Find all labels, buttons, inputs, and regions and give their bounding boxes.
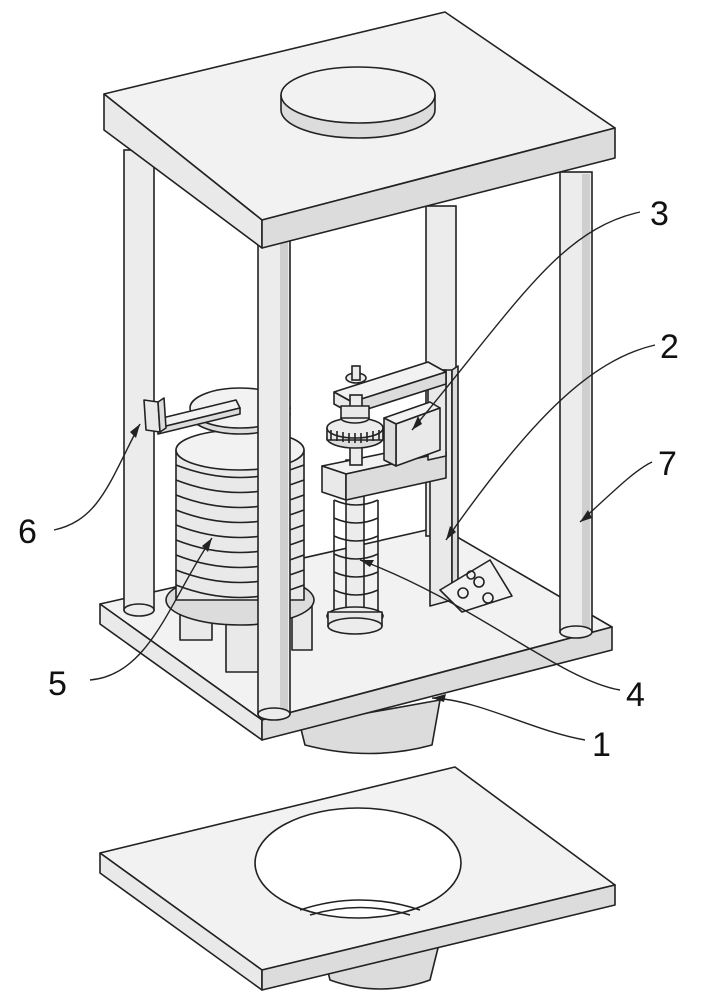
callout-label-4: 4 (626, 676, 645, 714)
leader-4 (359, 559, 621, 691)
leader-6 (53, 423, 141, 531)
rear-rod-left (123, 149, 155, 617)
sensor-bracket (143, 397, 167, 433)
leader-1 (431, 697, 586, 741)
arrow-7 (580, 510, 592, 522)
callout-label-2: 2 (660, 328, 679, 366)
callout-label-3: 3 (650, 195, 669, 233)
leader-7 (579, 461, 653, 523)
callout-label-6: 6 (18, 513, 37, 551)
leader-5 (89, 537, 213, 681)
leader-lines (53, 211, 656, 741)
arrow-3 (412, 416, 422, 430)
arrow-5 (202, 538, 212, 552)
arrow-6 (130, 424, 140, 438)
front-rod-right (559, 171, 593, 639)
top-plate (103, 11, 616, 249)
arrow-1 (432, 694, 446, 702)
leader-3 (411, 211, 641, 431)
gear-bracket (321, 361, 447, 501)
arrow-4 (360, 560, 374, 567)
callout-label-7: 7 (658, 445, 677, 483)
spring-assembly (326, 459, 384, 635)
leader-2 (445, 344, 656, 541)
callout-label-5: 5 (48, 665, 67, 703)
arrow-2 (446, 526, 456, 540)
bottom-funnel-plate (99, 766, 616, 991)
front-rod-left (257, 235, 291, 721)
callout-label-1: 1 (592, 726, 611, 764)
